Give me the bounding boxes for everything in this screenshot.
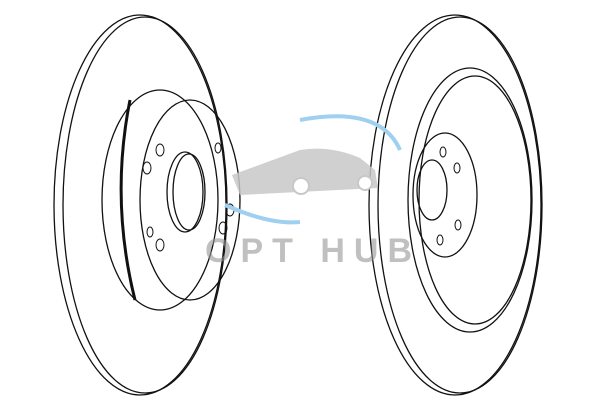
watermark-logo bbox=[224, 114, 402, 225]
left-brake-disc bbox=[53, 14, 241, 396]
right-brake-disc bbox=[368, 14, 543, 396]
bolt-holes bbox=[436, 146, 462, 246]
watermark-text: OPT HUB bbox=[205, 232, 421, 270]
